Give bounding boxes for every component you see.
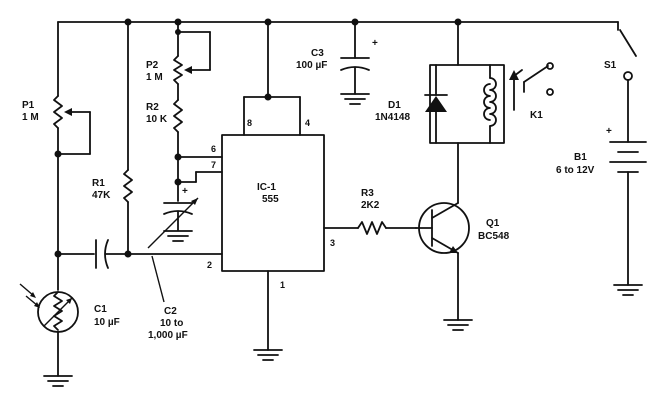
c3-capacitor bbox=[340, 21, 370, 95]
c1-name: C1 bbox=[94, 304, 107, 315]
ic1-555-timer bbox=[221, 21, 359, 351]
r2-value: 10 K bbox=[146, 114, 168, 125]
c2-value-2: 1,000 µF bbox=[148, 330, 188, 341]
ic-pin-4: 4 bbox=[305, 118, 310, 128]
p2-value: 1 M bbox=[146, 72, 163, 83]
k1-relay bbox=[429, 21, 554, 144]
r3-value: 2K2 bbox=[361, 200, 380, 211]
k1-name: K1 bbox=[530, 110, 543, 121]
ldr-photoresistor bbox=[19, 253, 79, 377]
s1-name: S1 bbox=[604, 60, 617, 71]
ic1-name: IC-1 bbox=[257, 182, 276, 193]
d1-value: 1N4148 bbox=[375, 112, 410, 123]
b1-plus: + bbox=[606, 126, 612, 137]
r3-name: R3 bbox=[361, 188, 374, 199]
ic1-value: 555 bbox=[262, 194, 279, 205]
ic-pin-7: 7 bbox=[211, 160, 216, 170]
ground-c3 bbox=[340, 93, 370, 105]
b1-name: B1 bbox=[574, 152, 587, 163]
s1-switch bbox=[617, 21, 637, 143]
ground-b1 bbox=[613, 284, 643, 296]
c1-value: 10 µF bbox=[94, 317, 120, 328]
b1-value: 6 to 12V bbox=[556, 165, 595, 176]
ground-ldr bbox=[43, 375, 73, 387]
q1-name: Q1 bbox=[486, 218, 500, 229]
p2-name: P2 bbox=[146, 60, 159, 71]
q1-value: BC548 bbox=[478, 231, 510, 242]
ic-pin-3: 3 bbox=[330, 238, 335, 248]
c2-plus: + bbox=[182, 186, 188, 197]
c3-name: C3 bbox=[311, 48, 324, 59]
ic-pin-6: 6 bbox=[211, 144, 216, 154]
p1-value: 1 M bbox=[22, 112, 39, 123]
p2-potentiometer bbox=[173, 21, 211, 101]
p1-potentiometer bbox=[53, 21, 91, 158]
d1-name: D1 bbox=[388, 100, 401, 111]
r1-name: R1 bbox=[92, 178, 105, 189]
ground-q1 bbox=[443, 319, 473, 331]
ic-pin-1: 1 bbox=[280, 280, 285, 290]
c1-capacitor bbox=[57, 239, 223, 269]
r1-resistor bbox=[123, 21, 133, 255]
ground-c2 bbox=[163, 230, 193, 242]
r2-name: R2 bbox=[146, 102, 159, 113]
c2-value-1: 10 to bbox=[160, 318, 183, 329]
ic-pin-2: 2 bbox=[207, 260, 212, 270]
ic-pin-8: 8 bbox=[247, 118, 252, 128]
top-rail bbox=[57, 18, 619, 26]
c3-value: 100 µF bbox=[296, 60, 327, 71]
r3-resistor bbox=[357, 221, 417, 235]
b1-battery bbox=[609, 141, 647, 286]
c2-name: C2 bbox=[164, 306, 177, 317]
ground-ic bbox=[253, 349, 283, 361]
q1-transistor bbox=[415, 142, 470, 321]
r1-value: 47K bbox=[92, 190, 111, 201]
c2-capacitor bbox=[147, 181, 199, 249]
d1-diode bbox=[424, 64, 448, 144]
r2-resistor bbox=[173, 99, 223, 186]
c3-plus: + bbox=[372, 38, 378, 49]
p1-name: P1 bbox=[22, 100, 35, 111]
